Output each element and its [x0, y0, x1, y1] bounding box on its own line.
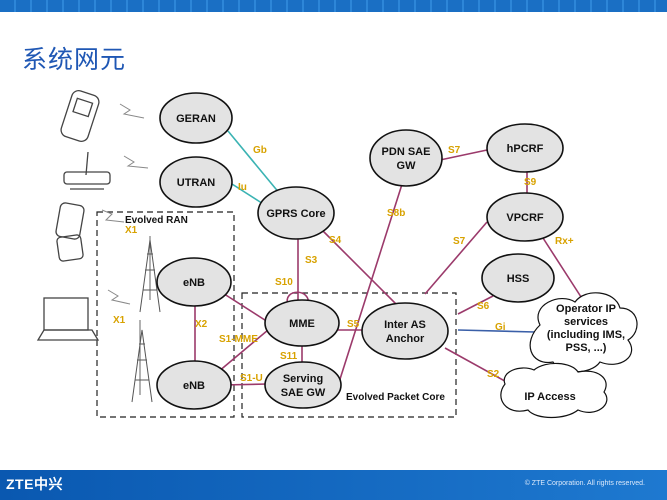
- footer-bar: [0, 470, 667, 500]
- node-hss: [481, 253, 555, 303]
- label-operator-line1: Operator IP: [556, 303, 616, 315]
- link-s1-mme-top: [217, 289, 269, 323]
- label-pdn-sae-gw-line2: GW: [397, 160, 417, 172]
- iface-s11: S11: [280, 351, 298, 362]
- link-gb: [227, 130, 286, 201]
- evolved-packet-core-box: [241, 292, 457, 418]
- link-s2: [444, 347, 513, 386]
- iface-iu: Iu: [238, 182, 247, 193]
- clouds: [500, 292, 638, 419]
- nodes: [156, 92, 564, 410]
- label-inter-as-line1: Inter AS: [384, 319, 426, 331]
- link-s1-mme-bottom: [217, 329, 269, 373]
- operator-ip-services-cloud: [529, 292, 638, 373]
- label-enb-top: eNB: [183, 277, 205, 289]
- iface-s4: S4: [329, 235, 342, 246]
- node-enb-bottom: [156, 360, 232, 410]
- label-serving-line2: SAE GW: [281, 387, 326, 399]
- iface-s6: S6: [477, 301, 490, 312]
- label-gprs-core: GPRS Core: [266, 208, 325, 220]
- iface-rx-plus: Rx+: [555, 236, 574, 247]
- label-mme: MME: [289, 318, 315, 330]
- laptop-icon: [36, 297, 100, 341]
- iface-x1-top: X1: [125, 225, 138, 236]
- node-utran: [159, 156, 233, 208]
- label-hpcrf: hPCRF: [507, 143, 544, 155]
- iface-s2: S2: [487, 369, 500, 380]
- node-pdn-sae-gw: [369, 129, 443, 187]
- link-s4: [319, 227, 401, 309]
- iface-s7-top: S7: [448, 145, 461, 156]
- label-enb-bottom: eNB: [183, 380, 205, 392]
- link-s7-mid: [424, 221, 488, 295]
- label-geran: GERAN: [176, 113, 216, 125]
- iface-s8b: S8b: [387, 208, 405, 219]
- label-hss: HSS: [507, 273, 530, 285]
- node-vpcrf: [486, 192, 564, 242]
- node-enb-top: [156, 257, 232, 307]
- node-geran: [159, 92, 233, 144]
- iface-s1-u: S1-U: [240, 373, 263, 384]
- iface-s9: S9: [524, 177, 537, 188]
- label-vpcrf: VPCRF: [506, 212, 544, 224]
- iface-x1-left: X1: [113, 315, 126, 326]
- label-operator-line4: PSS, ...): [566, 342, 607, 354]
- label-operator-line2: services: [564, 316, 608, 328]
- label-evolved-packet-core: Evolved Packet Core: [346, 392, 445, 403]
- iface-gb: Gb: [253, 145, 267, 156]
- iface-s1-mme: S1-MME: [219, 334, 258, 345]
- mobile-phone-icon: [60, 90, 100, 142]
- node-hpcrf: [486, 123, 564, 173]
- link-s7-top: [439, 149, 488, 161]
- link-s6: [457, 295, 494, 315]
- node-inter-as-anchor: [361, 302, 449, 360]
- antenna-tower-icon-bottom: [131, 329, 153, 403]
- iface-s7-mid: S7: [453, 236, 466, 247]
- label-inter-as-line2: Anchor: [386, 333, 425, 345]
- footer-copyright: © ZTE Corporation. All rights reserved.: [524, 480, 645, 487]
- label-utran: UTRAN: [177, 177, 216, 189]
- node-mme: [264, 299, 340, 347]
- node-serving-sae-gw: [264, 361, 342, 409]
- device-sketches: [36, 90, 161, 403]
- link-s8b: [333, 177, 405, 399]
- evolved-ran-box: [96, 211, 235, 418]
- antenna-tower-icon-top: [139, 239, 161, 313]
- top-banner: [0, 0, 667, 12]
- iface-gi: Gi: [495, 322, 506, 333]
- page-title: 系统网元: [22, 45, 127, 74]
- iface-s5: S5: [347, 319, 360, 330]
- iface-x2: X2: [195, 319, 208, 330]
- flip-phone-icon: [55, 202, 85, 262]
- zte-logo: ZTE中兴: [6, 476, 63, 492]
- link-gi: [457, 329, 536, 333]
- node-gprs-core: [257, 186, 335, 240]
- ip-access-cloud: [500, 362, 608, 419]
- router-icon: [63, 151, 111, 190]
- iface-s10: S10: [275, 277, 293, 288]
- label-pdn-sae-gw-line1: PDN SAE: [382, 146, 431, 158]
- label-evolved-ran: Evolved RAN: [125, 215, 188, 226]
- link-rx-plus: [542, 237, 584, 301]
- label-serving-line1: Serving: [283, 373, 323, 385]
- label-ip-access: IP Access: [524, 391, 575, 403]
- label-operator-line3: (including IMS,: [547, 329, 625, 341]
- signal-icons: [101, 103, 149, 305]
- iface-s3: S3: [305, 255, 318, 266]
